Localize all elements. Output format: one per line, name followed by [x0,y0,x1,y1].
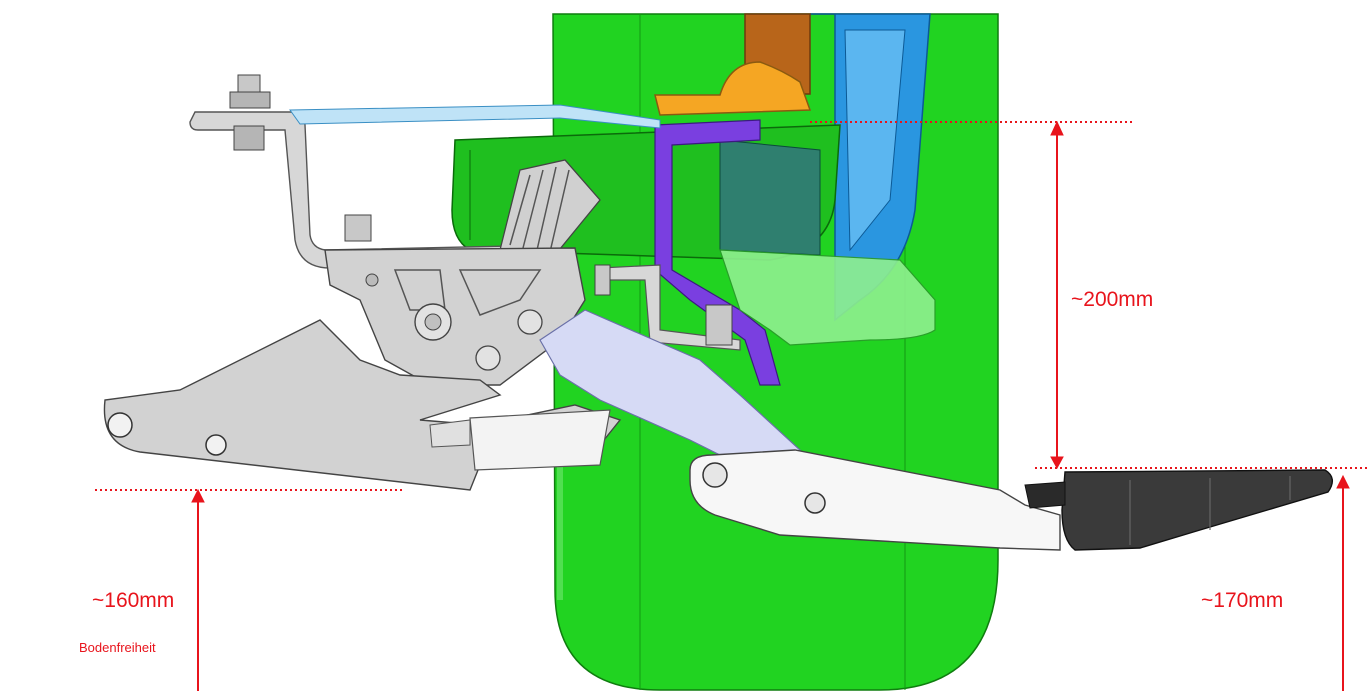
light-green-cover [719,249,936,346]
dimension-label-170: ~170mm [1201,589,1284,612]
dimension-lines [95,120,1368,691]
bolts [229,74,733,346]
left-arm [103,319,622,491]
damper [499,159,601,256]
blue-frame [810,13,931,322]
ground-clearance-note: Bodenfreiheit [79,640,156,655]
orange-parts [654,13,812,116]
pivot-bracket [324,247,586,386]
purple-bracket [654,119,781,386]
dimension-label-160: ~160mm [92,589,175,612]
dimension-label-200: ~200mm [1071,288,1154,311]
right-arm [689,449,1333,551]
